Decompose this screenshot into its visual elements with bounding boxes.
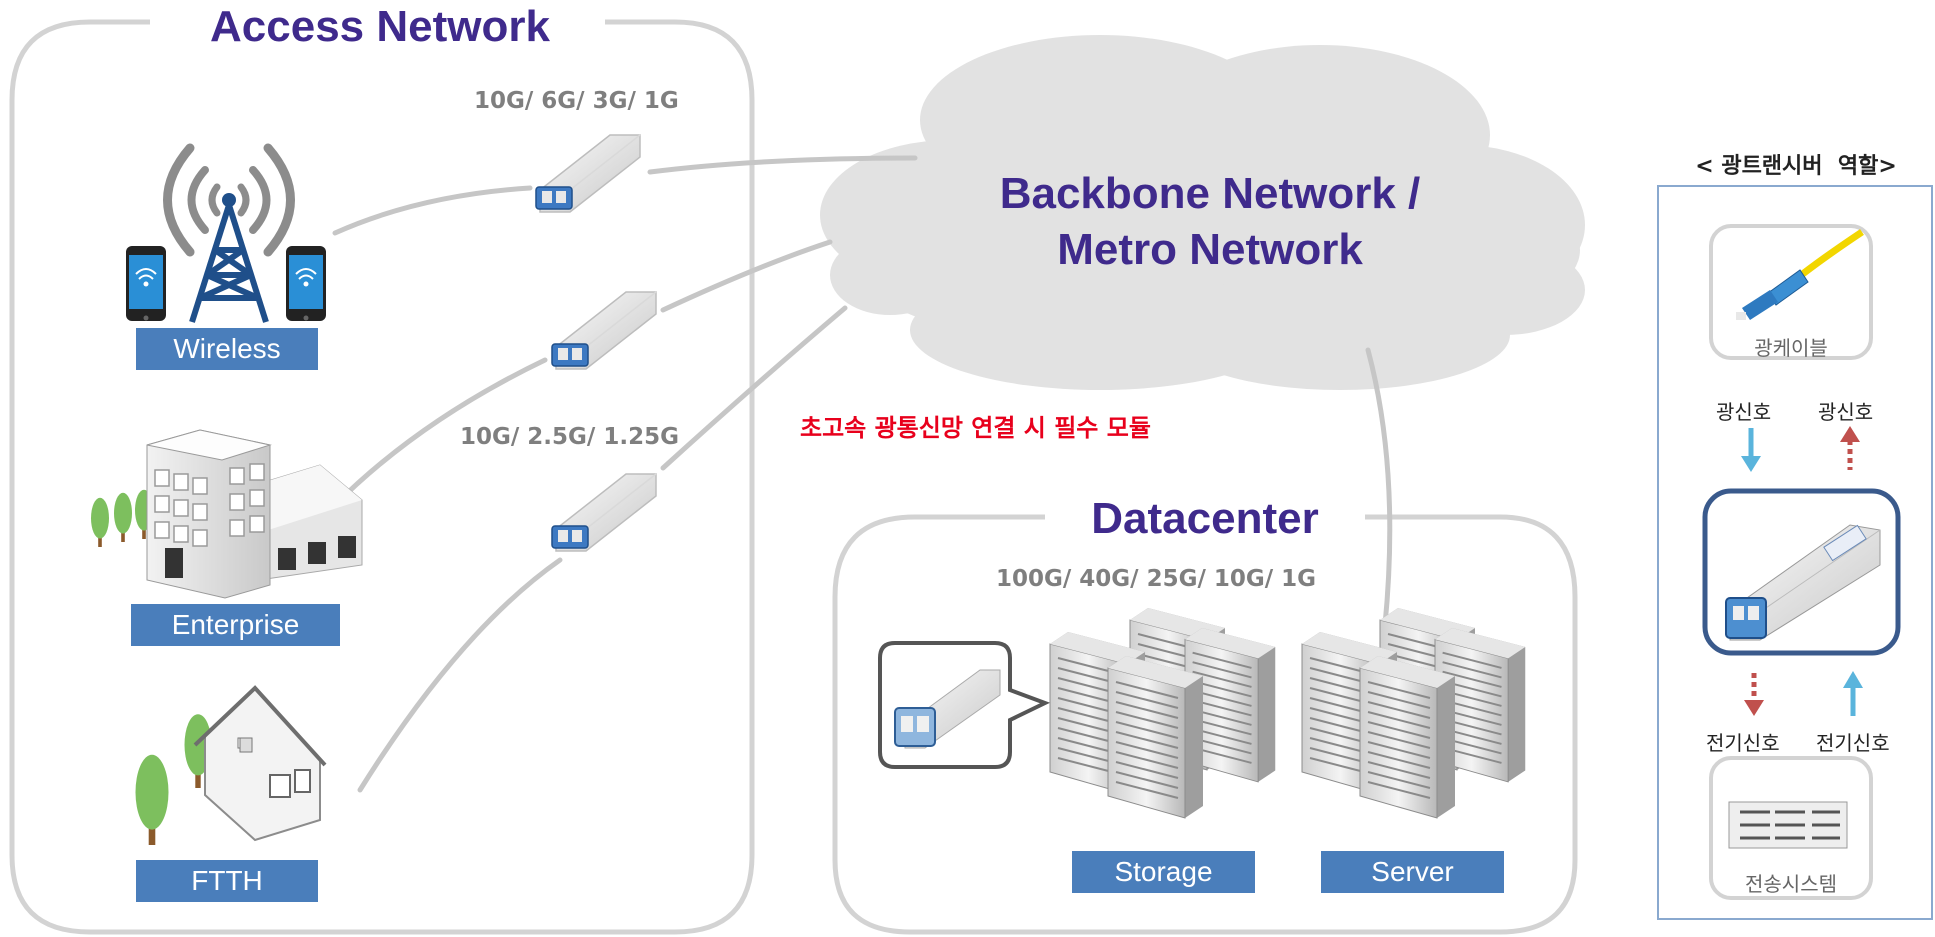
optical-cable-caption: 광케이블 bbox=[1754, 336, 1828, 360]
access-network-border bbox=[9, 19, 755, 935]
backbone-cloud bbox=[820, 35, 1585, 390]
access-rate-mid: 10G/ 2.5G/ 1.25G bbox=[460, 424, 679, 450]
datacenter-border bbox=[832, 514, 1578, 935]
smartphone-icon-left bbox=[125, 245, 167, 322]
access-network-title: Access Network bbox=[210, 2, 550, 51]
arrow-down-blue-icon bbox=[1741, 428, 1761, 472]
wireless-label: Wireless bbox=[136, 328, 318, 370]
sfp-module-3 bbox=[551, 473, 657, 552]
smartphone-icon-right bbox=[285, 245, 327, 322]
datacenter-transceiver-callout bbox=[878, 641, 1051, 769]
connection-lines bbox=[332, 155, 1393, 793]
optical-signal-in-label: 광신호 bbox=[1716, 400, 1772, 424]
wireless-tower-icon bbox=[163, 143, 295, 323]
transmission-system-caption: 전송시스템 bbox=[1745, 872, 1837, 896]
arrow-up-red-icon bbox=[1840, 426, 1860, 470]
storage-rack-icon bbox=[1049, 607, 1277, 819]
transceiver-role-title: < 광트랜시버 역할> bbox=[1695, 154, 1897, 179]
server-label: Server bbox=[1321, 851, 1504, 893]
arrow-up-blue-icon bbox=[1843, 671, 1863, 716]
transceiver-module-icon bbox=[1725, 524, 1881, 641]
arrow-down-red-icon bbox=[1744, 673, 1764, 716]
backbone-title-line1: Backbone Network / bbox=[999, 169, 1421, 218]
electrical-signal-out-label: 전기신호 bbox=[1706, 731, 1780, 755]
backbone-title-line2: Metro Network bbox=[1057, 225, 1363, 274]
sfp-module-1 bbox=[535, 134, 641, 213]
enterprise-label: Enterprise bbox=[131, 604, 340, 646]
storage-label: Storage bbox=[1072, 851, 1255, 893]
datacenter-rate: 100G/ 40G/ 25G/ 10G/ 1G bbox=[996, 566, 1317, 592]
electrical-signal-in-label: 전기신호 bbox=[1816, 731, 1890, 755]
ftth-house-icon bbox=[135, 685, 327, 845]
datacenter-title: Datacenter bbox=[1091, 494, 1319, 543]
optical-cable-icon bbox=[1736, 229, 1864, 320]
optical-signal-out-label: 광신호 bbox=[1818, 400, 1874, 424]
enterprise-building-icon bbox=[91, 429, 363, 599]
access-rate-top: 10G/ 6G/ 3G/ 1G bbox=[474, 88, 679, 114]
sfp-module-2 bbox=[551, 291, 657, 370]
server-rack-icon bbox=[1301, 607, 1527, 819]
ftth-label: FTTH bbox=[136, 860, 318, 902]
essential-module-note: 초고속 광통신망 연결 시 필수 모듈 bbox=[800, 414, 1151, 442]
transmission-system-icon bbox=[1728, 801, 1848, 849]
